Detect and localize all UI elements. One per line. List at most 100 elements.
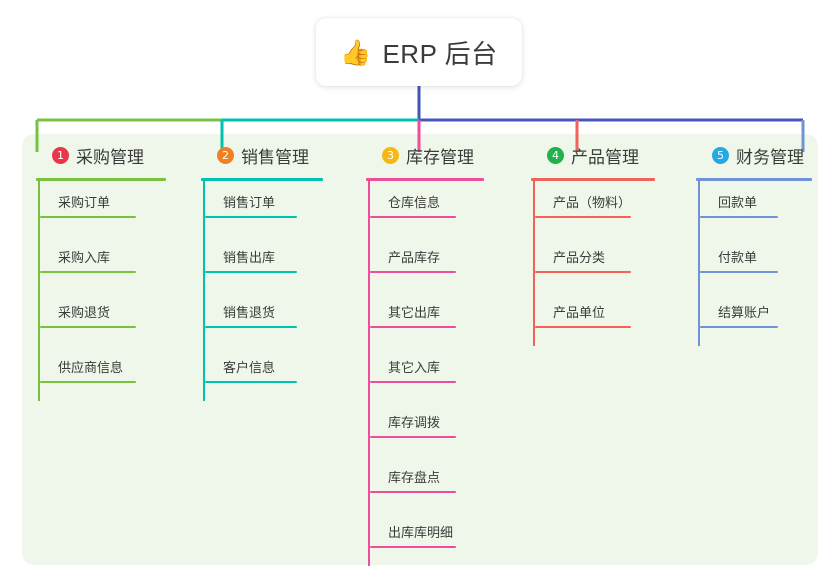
module-item-rule bbox=[535, 216, 631, 218]
module-header-rule bbox=[201, 178, 323, 181]
module-item-rule bbox=[370, 326, 456, 328]
module-item[interactable]: 采购订单 bbox=[38, 192, 136, 218]
module-item[interactable]: 库存调拨 bbox=[368, 412, 456, 438]
module-item[interactable]: 结算账户 bbox=[698, 302, 778, 328]
module-item[interactable]: 回款单 bbox=[698, 192, 778, 218]
module-item-rule bbox=[700, 326, 778, 328]
thumbs-up-icon: 👍 bbox=[340, 38, 372, 67]
module-item[interactable]: 采购退货 bbox=[38, 302, 136, 328]
module-item-label: 采购退货 bbox=[58, 305, 111, 320]
module-item[interactable]: 销售出库 bbox=[203, 247, 297, 273]
module-spine bbox=[203, 181, 205, 401]
module-item-rule bbox=[205, 216, 297, 218]
module-item-rule bbox=[370, 271, 456, 273]
module-item-label: 付款单 bbox=[718, 250, 758, 265]
module-item-label: 销售订单 bbox=[223, 195, 276, 210]
module-spine bbox=[368, 181, 370, 566]
modules-panel bbox=[22, 134, 818, 565]
module-item-label: 客户信息 bbox=[223, 360, 276, 375]
module-item-label: 产品分类 bbox=[553, 250, 606, 265]
module-item-label: 产品库存 bbox=[388, 250, 441, 265]
module-spine bbox=[533, 181, 535, 346]
module-item[interactable]: 客户信息 bbox=[203, 357, 297, 383]
module-item-label: 销售退货 bbox=[223, 305, 276, 320]
module-item-rule bbox=[535, 326, 631, 328]
module-title: 财务管理 bbox=[736, 147, 804, 167]
module-number-badge: 2 bbox=[217, 146, 234, 164]
module-number-badge: 3 bbox=[382, 146, 399, 164]
module-item-rule bbox=[370, 216, 456, 218]
module-item[interactable]: 供应商信息 bbox=[38, 357, 136, 383]
module-items: 回款单付款单结算账户 bbox=[696, 181, 832, 357]
module-item-rule bbox=[700, 216, 778, 218]
module-column-3: 3 库存管理仓库信息产品库存其它出库其它入库库存调拨库存盘点出库库明细 bbox=[366, 140, 504, 577]
module-header-5[interactable]: 5 财务管理 bbox=[696, 140, 832, 170]
module-item[interactable]: 销售退货 bbox=[203, 302, 297, 328]
module-spine bbox=[38, 181, 40, 401]
module-item[interactable]: 其它入库 bbox=[368, 357, 456, 383]
module-item-rule bbox=[370, 436, 456, 438]
root-node[interactable]: 👍 ERP 后台 bbox=[316, 18, 522, 86]
module-header-rule bbox=[366, 178, 484, 181]
module-item-label: 出库库明细 bbox=[388, 525, 454, 540]
module-item-rule bbox=[205, 271, 297, 273]
module-item-rule bbox=[370, 491, 456, 493]
module-item-rule bbox=[535, 271, 631, 273]
module-item-label: 其它出库 bbox=[388, 305, 441, 320]
module-title: 采购管理 bbox=[76, 147, 144, 167]
module-item-label: 产品（物料） bbox=[553, 195, 632, 210]
module-item[interactable]: 销售订单 bbox=[203, 192, 297, 218]
module-item-rule bbox=[40, 326, 136, 328]
module-column-2: 2 销售管理销售订单销售出库销售退货客户信息 bbox=[201, 140, 343, 412]
module-items: 仓库信息产品库存其它出库其它入库库存调拨库存盘点出库库明细 bbox=[366, 181, 504, 577]
module-item[interactable]: 产品分类 bbox=[533, 247, 631, 273]
module-item-rule bbox=[40, 216, 136, 218]
module-item[interactable]: 付款单 bbox=[698, 247, 778, 273]
module-header-1[interactable]: 1 采购管理 bbox=[36, 140, 186, 170]
module-item-rule bbox=[205, 381, 297, 383]
module-header-3[interactable]: 3 库存管理 bbox=[366, 140, 504, 170]
module-item[interactable]: 产品（物料） bbox=[533, 192, 631, 218]
module-items: 销售订单销售出库销售退货客户信息 bbox=[201, 181, 343, 412]
module-item-label: 采购订单 bbox=[58, 195, 111, 210]
module-items: 产品（物料） 产品分类产品单位 bbox=[531, 181, 675, 357]
module-item-label: 销售出库 bbox=[223, 250, 276, 265]
module-header-rule bbox=[36, 178, 166, 181]
module-item[interactable]: 库存盘点 bbox=[368, 467, 456, 493]
module-item[interactable]: 采购入库 bbox=[38, 247, 136, 273]
module-item[interactable]: 产品单位 bbox=[533, 302, 631, 328]
module-item-label: 供应商信息 bbox=[58, 360, 124, 375]
module-item[interactable]: 出库库明细 bbox=[368, 522, 456, 548]
module-title: 产品管理 bbox=[571, 147, 639, 167]
module-item-rule bbox=[205, 326, 297, 328]
module-header-rule bbox=[696, 178, 812, 181]
module-item[interactable]: 产品库存 bbox=[368, 247, 456, 273]
module-item-label: 产品单位 bbox=[553, 305, 606, 320]
module-spine bbox=[698, 181, 700, 346]
module-item-rule bbox=[370, 546, 456, 548]
module-item-label: 采购入库 bbox=[58, 250, 111, 265]
module-item-rule bbox=[370, 381, 456, 383]
module-item[interactable]: 仓库信息 bbox=[368, 192, 456, 218]
module-item-label: 库存盘点 bbox=[388, 470, 441, 485]
module-header-2[interactable]: 2 销售管理 bbox=[201, 140, 343, 170]
module-title: 库存管理 bbox=[406, 147, 474, 167]
module-items: 采购订单采购入库采购退货供应商信息 bbox=[36, 181, 186, 412]
module-item[interactable]: 其它出库 bbox=[368, 302, 456, 328]
module-column-5: 5 财务管理回款单付款单结算账户 bbox=[696, 140, 832, 357]
module-item-rule bbox=[40, 271, 136, 273]
module-number-badge: 1 bbox=[52, 146, 69, 164]
module-title: 销售管理 bbox=[241, 147, 309, 167]
module-item-label: 回款单 bbox=[718, 195, 758, 210]
module-item-label: 结算账户 bbox=[718, 305, 771, 320]
module-item-label: 库存调拨 bbox=[388, 415, 441, 430]
module-item-label: 仓库信息 bbox=[388, 195, 441, 210]
module-item-rule bbox=[40, 381, 136, 383]
module-header-rule bbox=[531, 178, 655, 181]
module-number-badge: 5 bbox=[712, 146, 729, 164]
module-column-1: 1 采购管理采购订单采购入库采购退货供应商信息 bbox=[36, 140, 186, 412]
root-title: ERP 后台 bbox=[382, 38, 498, 69]
